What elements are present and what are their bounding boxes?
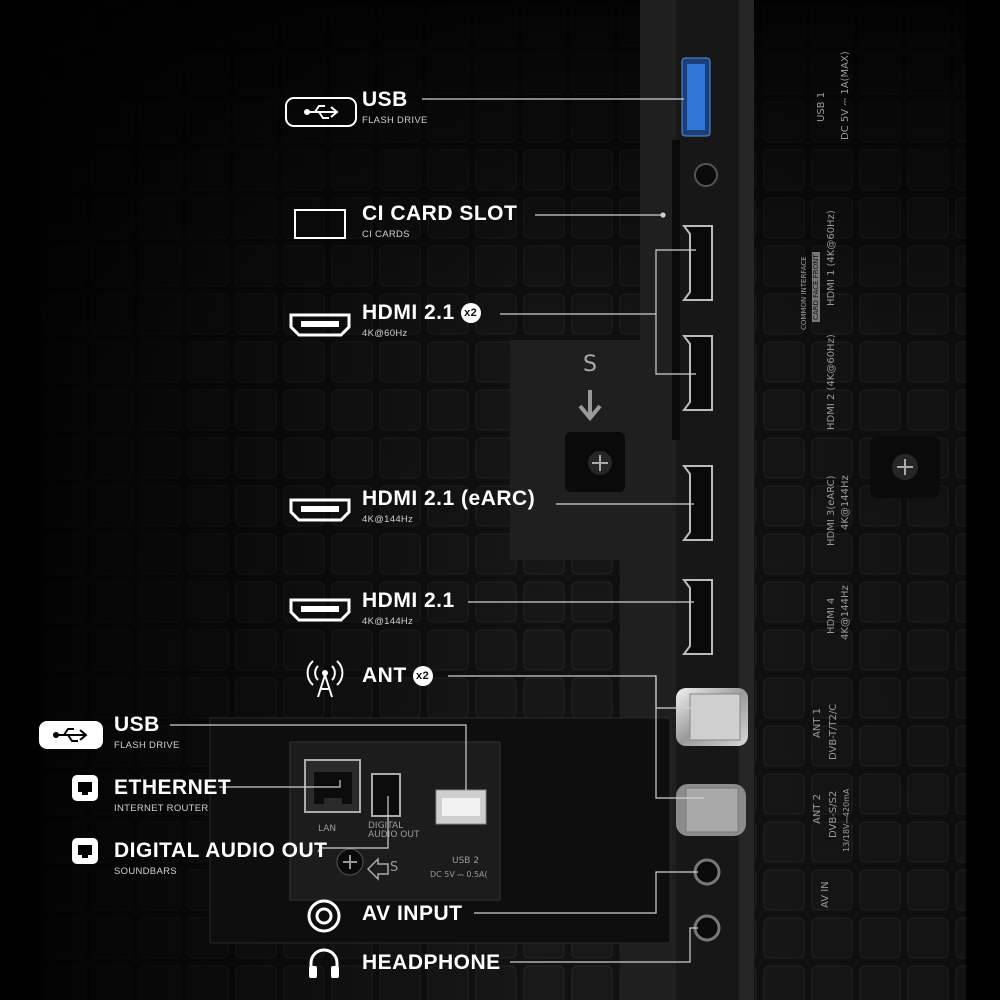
hdmi-3-port[interactable] [682,465,713,541]
rear-usb1-text: USB 1 [816,91,827,122]
screw-s-mark: S [583,352,597,377]
rear-card-face-text: CARD FACE FRONT [812,252,820,322]
panel-dao-text: DIGITAL AUDIO OUT [368,821,420,841]
card-slot-icon [294,209,346,239]
ci-card-slot[interactable] [672,140,680,440]
port-subtitle: FLASH DRIVE [362,115,428,126]
rear-hdmi3-text: HDMI 3(eARC) [826,475,837,546]
rear-ant1-text: ANT 1 [812,708,823,738]
panel-screw [336,848,364,876]
ethernet-icon [72,775,98,801]
screw-arrow-icon [578,390,602,422]
hdmi-icon [289,498,351,522]
port-title: USB [114,713,160,736]
port-subtitle: FLASH DRIVE [114,740,180,751]
av-icon [307,899,341,933]
hdmi-icon [289,598,351,622]
label-usb-lower: USB FLASH DRIVE [114,714,180,751]
panel-usb2-text: USB 2 [452,856,480,866]
rear-hdmi4-rate-text: 4K@144Hz [840,585,851,640]
antenna-icon [306,660,344,698]
antenna-2-connector[interactable] [676,784,746,836]
label-ci-card-slot: CI CARD SLOT CI CARDS [362,203,517,240]
usb-icon [285,97,357,127]
rear-ant2-power-text: 13/18V⎓420mA [842,788,851,852]
port-subtitle: 4K@144Hz [362,514,414,525]
count-badge: x2 [412,666,433,686]
label-hdmi-earc: HDMI 2.1 (eARC) 4K@144Hz [362,488,535,525]
rear-usb1-power-text: DC 5V ⎓ 1A(MAX) [840,51,851,140]
count-badge: x2 [460,303,481,323]
rear-hdmi2-text: HDMI 2 (4K@60Hz) [826,334,837,430]
rear-av-in-text: AV IN [820,881,831,908]
rear-ant2-text: ANT 2 [812,794,823,824]
port-subtitle: CI CARDS [362,229,410,240]
label-av-input: AV INPUT [362,903,462,924]
panel-s-mark: S [390,860,399,875]
headphone-jack[interactable] [693,914,721,942]
port-title: ETHERNET [114,776,232,799]
port-title: HDMI 2.1 [362,301,455,324]
leader-lines [170,98,704,963]
headphone-icon [309,948,339,978]
av-in-jack[interactable] [693,858,721,886]
optical-port[interactable] [371,773,401,817]
hdmi-icon [289,313,351,337]
usb-icon [39,721,103,749]
label-ethernet: ETHERNET INTERNET ROUTER [114,777,231,814]
port-title: HEADPHONE [362,951,501,974]
port-title: HDMI 2.1 (eARC) [362,487,536,510]
rear-ant2-std-text: DVB-S/S2 [828,790,839,838]
label-usb-top: USB FLASH DRIVE [362,89,428,126]
label-digital-audio-out: DIGITAL AUDIO OUT SOUNDBARS [114,840,327,877]
port-subtitle: 4K@60Hz [362,328,408,339]
panel-lan-text: LAN [318,824,337,834]
optical-icon [72,838,98,864]
rear-hdmi1-text: HDMI 1 (4K@60Hz) [826,210,837,306]
port-title: CI CARD SLOT [362,202,518,225]
panel-usb2-power-text: DC 5V ⎓ 0.5A( [430,870,488,879]
port-subtitle: INTERNET ROUTER [114,803,209,814]
port-title: HDMI 2.1 [362,589,455,612]
port-subtitle: SOUNDBARS [114,866,177,877]
port-subtitle: 4K@144Hz [362,616,414,627]
rear-ant1-std-text: DVB-T/T2/C [828,703,839,760]
lan-port[interactable] [304,759,361,813]
screw-direction-icon [366,857,389,881]
port-title: USB [362,88,408,111]
usb-2-port[interactable] [435,789,487,825]
port-title: DIGITAL AUDIO OUT [114,839,328,862]
rear-hdmi3-rate-text: 4K@144Hz [840,475,851,530]
rear-common-interface-text: COMMON INTERFACE [800,256,808,330]
hdmi-1-port[interactable] [682,225,713,301]
ci-aux-jack [694,163,718,187]
antenna-1-connector[interactable] [676,688,748,746]
label-headphone: HEADPHONE [362,952,501,973]
hdmi-4-port[interactable] [682,579,713,655]
rear-hdmi4-text: HDMI 4 [826,597,837,634]
port-title: ANT [362,664,407,687]
hdmi-2-port[interactable] [682,335,713,411]
port-title: AV INPUT [362,902,463,925]
label-hdmi: HDMI 2.1 4K@144Hz [362,590,455,627]
